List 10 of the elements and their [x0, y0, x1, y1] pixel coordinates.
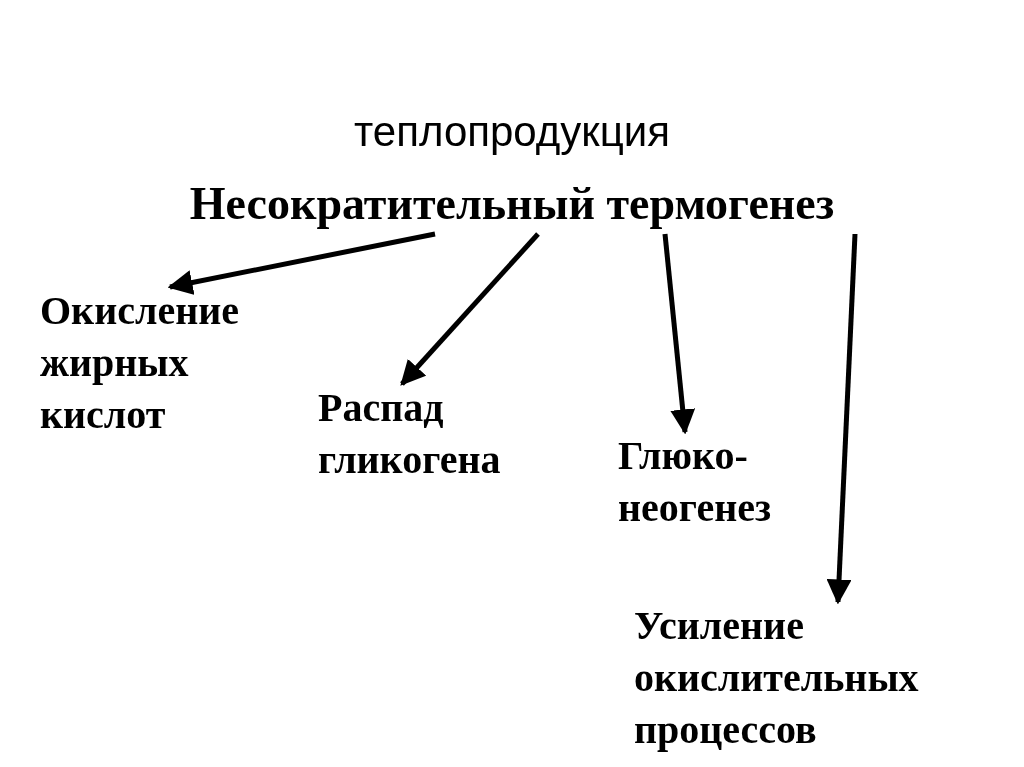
node-text: Распад гликогена	[318, 382, 568, 486]
arrow	[167, 231, 436, 295]
arrow	[662, 233, 696, 435]
title: теплопродукция	[354, 108, 670, 156]
node-text: Окисление жирных кислот	[40, 285, 295, 441]
node-text: Глюко- неогенез	[618, 430, 818, 534]
arrow	[400, 232, 540, 386]
heading-text: Несократительный термогенез	[112, 178, 912, 230]
node-text: Усиление окислительных процессов	[634, 600, 1004, 756]
arrow	[826, 233, 858, 605]
